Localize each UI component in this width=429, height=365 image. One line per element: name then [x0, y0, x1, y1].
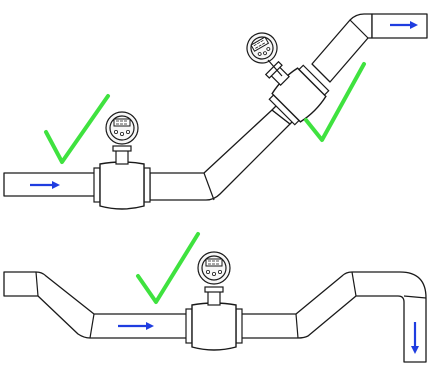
meter-flange-left: [93, 167, 101, 203]
check-mark-icon: [44, 94, 110, 164]
bottom-bend-seam-4: [351, 271, 357, 297]
flow-arrow-icon: [411, 322, 419, 354]
check-mark-icon: [136, 232, 200, 304]
top-pipe-outlet-segment: [149, 109, 291, 201]
flow-arrow-icon: [118, 322, 154, 330]
bottom-pipe: [3, 232, 427, 363]
low-meter-body: [191, 302, 237, 351]
check-mark-icon: [304, 62, 366, 142]
digital-display-icon: [246, 32, 278, 64]
top-pipe: [3, 13, 428, 210]
top-pipe-upper-segment: [311, 13, 373, 83]
meter-flange-right: [143, 167, 151, 203]
digital-display-icon: [197, 251, 231, 285]
inclined-meter-stem: [267, 59, 283, 77]
low-meter-flange-right: [235, 308, 243, 344]
upper-bend-seam: [349, 19, 369, 39]
bottom-bend-seam-5: [403, 295, 427, 299]
horizontal-meter: [93, 111, 151, 210]
low-meter-neck: [207, 290, 221, 306]
digital-display-icon: [105, 111, 139, 145]
meter-neck-collar: [112, 145, 132, 152]
flow-arrow-icon: [30, 181, 60, 189]
low-point-meter: [185, 251, 243, 351]
bottom-bend-seam-2: [89, 313, 95, 339]
inclined-meter-collar: [264, 60, 283, 79]
top-bend-seam: [203, 172, 215, 201]
bottom-bend-seam-1: [35, 271, 39, 297]
bottom-bend-seam-3: [295, 313, 299, 339]
low-meter-collar: [204, 286, 224, 293]
flow-arrow-icon: [390, 21, 418, 29]
inclined-meter: [264, 60, 330, 126]
bottom-pipe-outlet-segment: [239, 271, 427, 363]
meter-neck: [115, 149, 129, 165]
low-meter-flange-left: [185, 308, 193, 344]
meter-body: [99, 161, 145, 210]
bottom-pipe-inlet-segment: [3, 271, 189, 339]
